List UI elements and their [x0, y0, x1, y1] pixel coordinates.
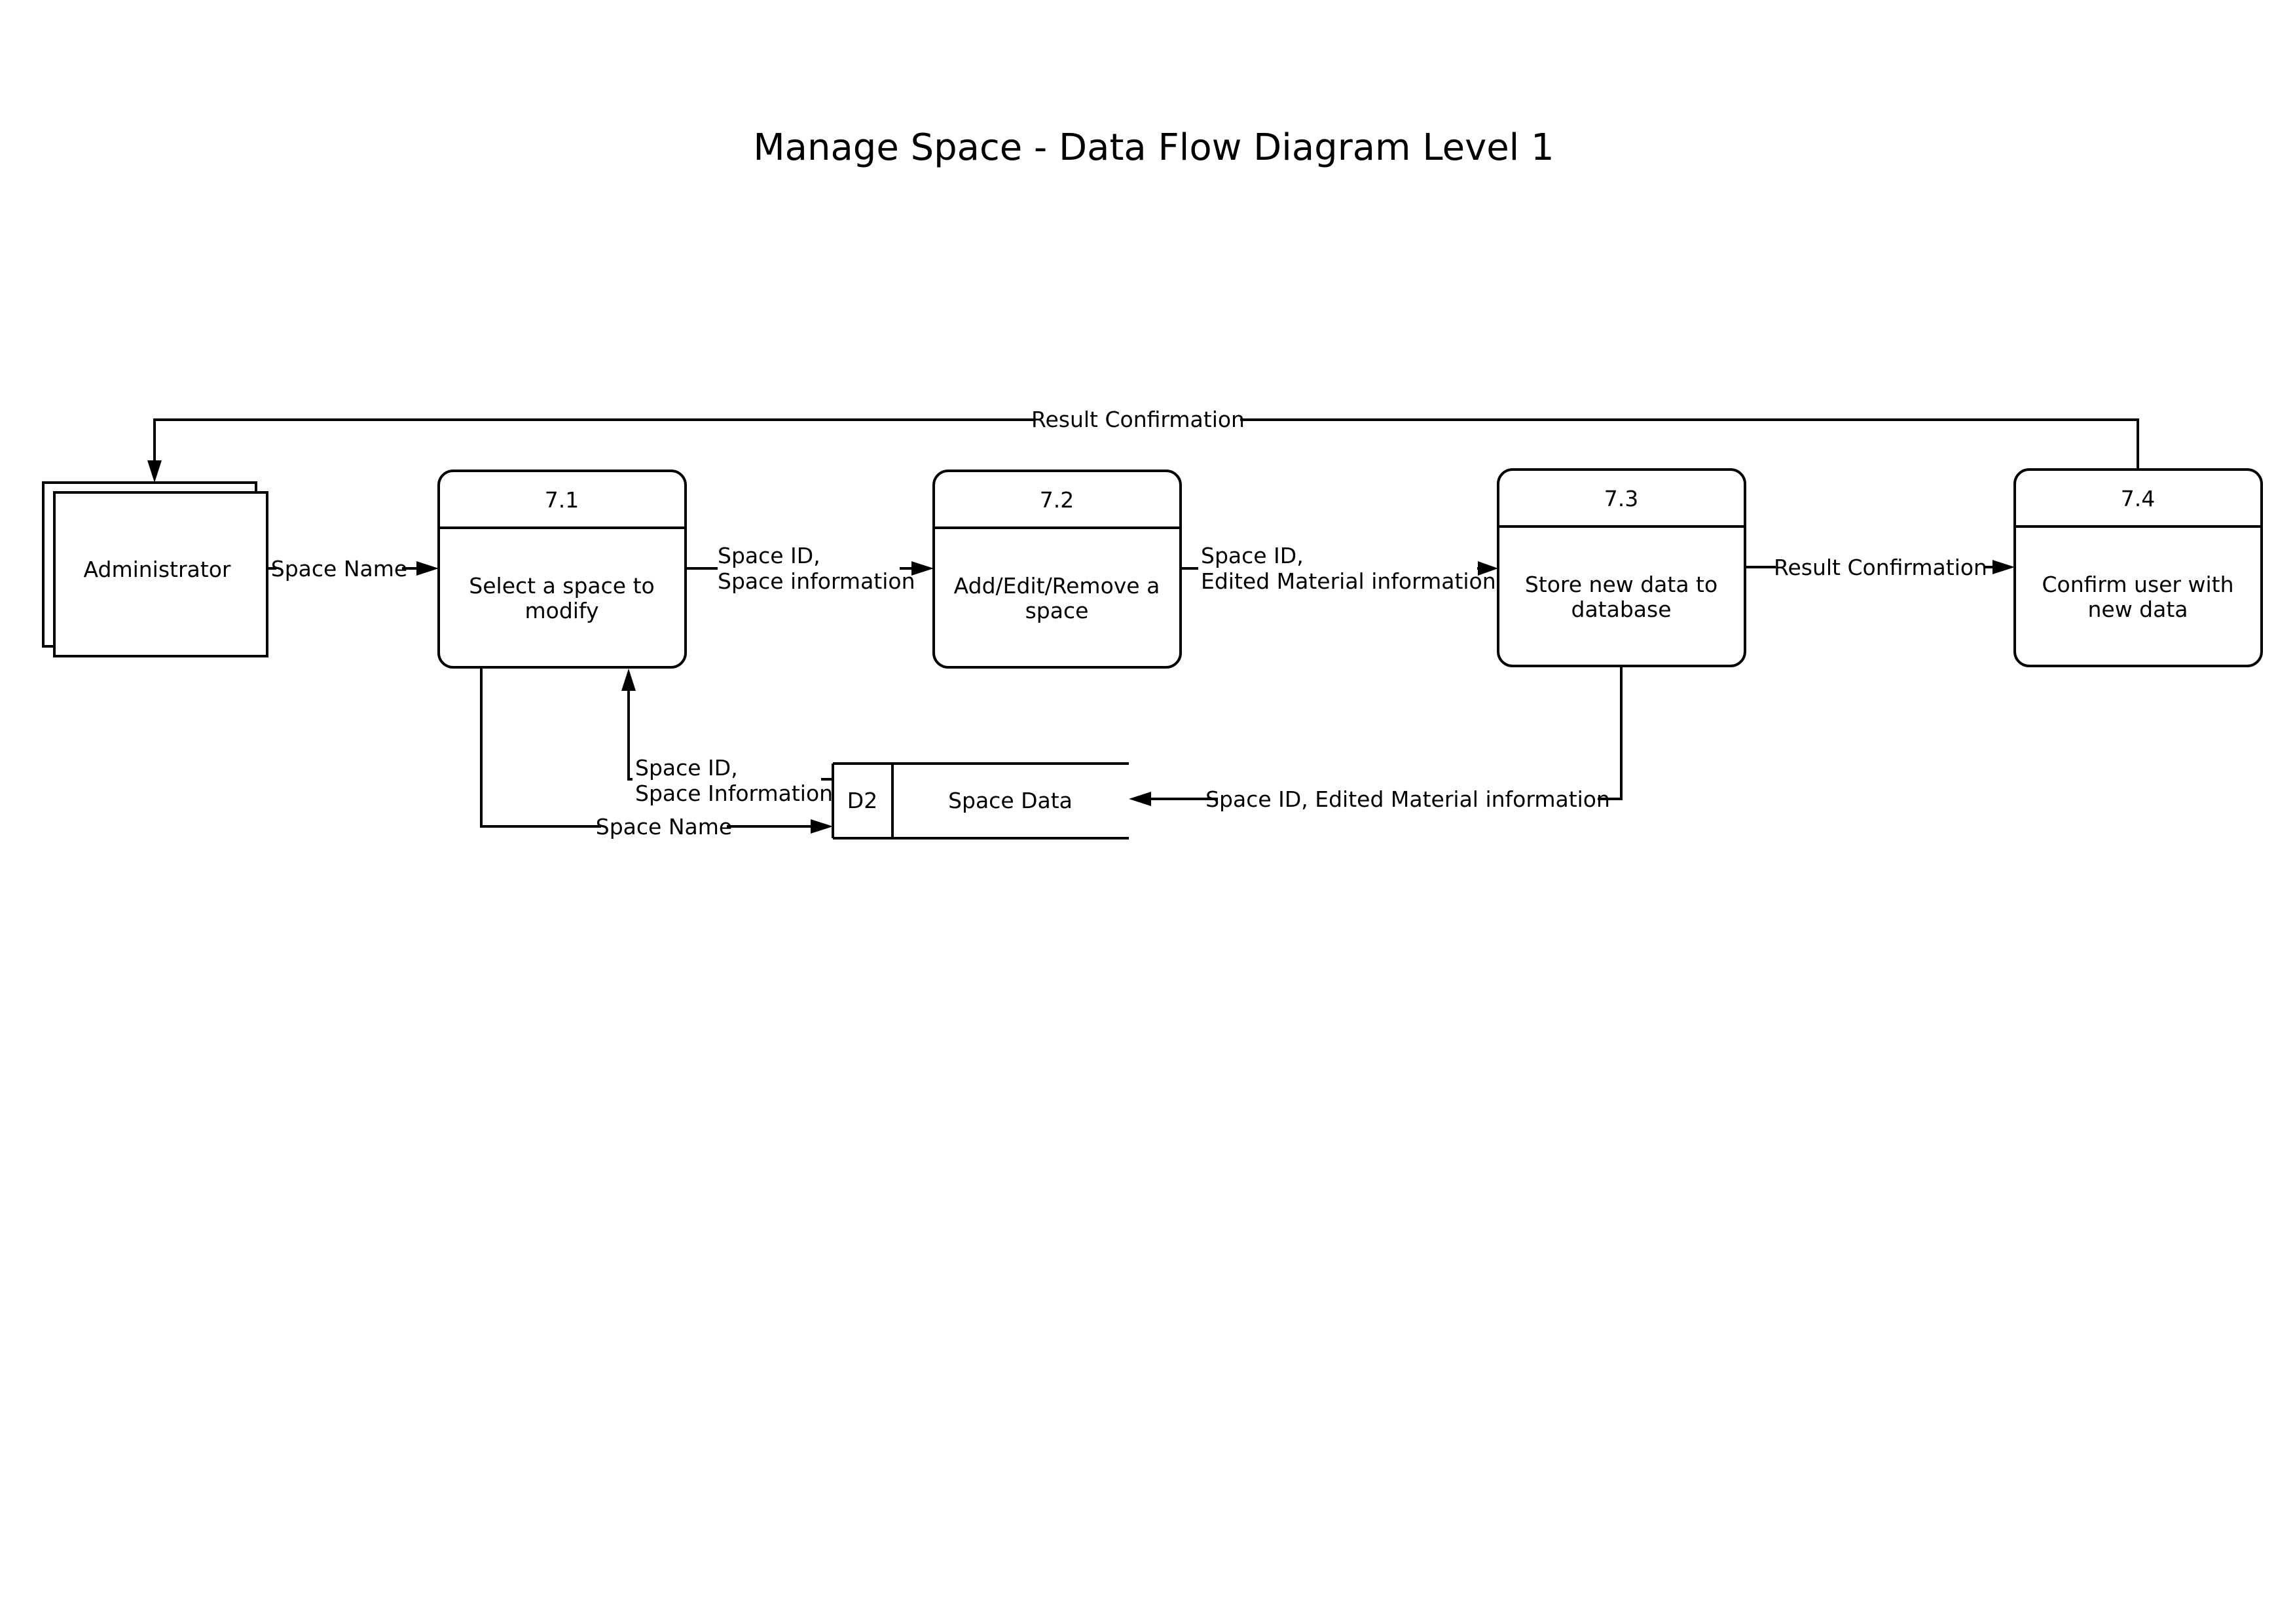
flow-label: Space ID, Edited Material information: [1205, 786, 1610, 812]
label-background: [276, 555, 402, 581]
flow-label: Space Name: [271, 556, 407, 581]
datastore-label: Space Data: [948, 788, 1073, 813]
process-label-line-2: space: [1025, 598, 1089, 623]
flow-label-line-2: Space Information: [635, 781, 833, 806]
arrowhead: [1992, 560, 2015, 574]
process-label-line-2: new data: [2087, 597, 2188, 622]
flow-label-line-1: Space ID,: [1201, 543, 1304, 568]
flow-d2-to-7-1: Space ID, Space Information: [621, 669, 833, 806]
process-label-line-1: Confirm user with: [2042, 572, 2233, 597]
label-background: [1776, 554, 1985, 580]
process-label-line-1: Select a space to: [469, 573, 654, 599]
flow-7-3-to-7-4: Result Confirmation: [1745, 554, 2015, 580]
diagram-title: Manage Space - Data Flow Diagram Level 1: [753, 126, 1554, 169]
arrowhead: [811, 819, 833, 834]
flow-label-line-2: Edited Material information: [1201, 568, 1496, 594]
flow-7-4-to-admin: Result Confirmation: [147, 406, 2139, 483]
external-entity-administrator[interactable]: Administrator: [42, 481, 268, 657]
arrowhead: [1478, 561, 1498, 576]
process-label-line-2: modify: [524, 598, 598, 623]
label-background: [1218, 786, 1598, 812]
arrowhead: [911, 561, 934, 576]
flow-7-1-to-7-2: Space ID, Space information: [686, 543, 934, 594]
flow-label: Result Confirmation: [1774, 555, 1987, 580]
flow-7-1-to-d2: Space Name: [480, 667, 833, 840]
arrowhead: [147, 460, 162, 483]
process-label-line-1: Add/Edit/Remove a: [954, 573, 1160, 599]
process-label-line-2: database: [1571, 597, 1672, 622]
process-id: 7.3: [1604, 486, 1638, 511]
flow-7-3-to-d2: Space ID, Edited Material information: [1129, 666, 1623, 812]
process-7-2[interactable]: 7.2 Add/Edit/Remove a space: [932, 470, 1182, 669]
flow-label-line-1: Space ID,: [635, 755, 738, 781]
process-id: 7.2: [1040, 487, 1074, 513]
process-7-1[interactable]: 7.1 Select a space to modify: [437, 470, 687, 669]
flow-label: Result Confirmation: [1031, 407, 1245, 432]
arrowhead: [416, 561, 439, 576]
label-background: [601, 813, 727, 840]
entity-box: [53, 491, 268, 657]
process-7-4[interactable]: 7.4 Confirm user with new data: [2013, 468, 2263, 667]
flow-label-line-1: Space ID,: [718, 543, 820, 568]
flow-label: Space Name: [596, 814, 732, 840]
flow-line: [1150, 666, 1623, 800]
flow-line: [627, 689, 633, 781]
flow-admin-to-7-1: Space Name: [267, 555, 439, 581]
flow-label-line-2: Space information: [718, 568, 915, 594]
process-label-line-1: Store new data to: [1525, 572, 1717, 597]
arrowhead: [621, 669, 636, 691]
process-id: 7.1: [545, 487, 579, 513]
datastore-id: D2: [847, 788, 877, 813]
process-7-3[interactable]: 7.3 Store new data to database: [1497, 468, 1746, 667]
label-background: [1036, 406, 1240, 434]
flow-7-2-to-7-3: Space ID, Edited Material information: [1181, 543, 1498, 594]
entity-label: Administrator: [84, 557, 231, 582]
process-id: 7.4: [2121, 486, 2155, 511]
arrowhead: [1129, 792, 1151, 806]
datastore-d2[interactable]: D2 Space Data: [832, 762, 1129, 840]
